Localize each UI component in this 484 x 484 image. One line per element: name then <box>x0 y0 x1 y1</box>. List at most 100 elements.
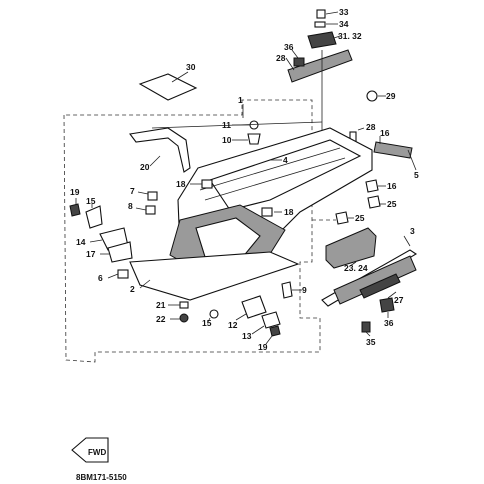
leader-30 <box>171 71 189 83</box>
washer-34 <box>314 21 326 28</box>
bracket-17 <box>107 241 133 263</box>
strip-16-upper <box>373 141 413 159</box>
callout-28-lower: 28 <box>366 122 376 132</box>
pad-30 <box>138 73 198 101</box>
leader-28b <box>357 127 365 131</box>
callout-29: 29 <box>386 91 396 101</box>
grommet-11 <box>249 120 259 130</box>
block-6 <box>117 269 129 279</box>
callout-20: 20 <box>140 162 150 172</box>
callout-16-lower: 16 <box>387 181 397 191</box>
bracket-13 <box>261 311 281 329</box>
strip-28-upper <box>287 49 353 83</box>
leader-2 <box>139 279 151 289</box>
callout-36-lower: 36 <box>384 318 394 328</box>
front-mount-inner <box>195 217 261 261</box>
leader-14 <box>89 239 103 243</box>
fwd-arrow-icon: FWD <box>71 437 109 463</box>
leader-15b <box>207 317 211 323</box>
callout-8: 8 <box>128 201 133 211</box>
callout-4: 4 <box>283 155 288 165</box>
bolt-9 <box>281 281 293 299</box>
callout-19-lower: 19 <box>258 342 268 352</box>
fwd-label: FWD <box>88 448 106 457</box>
rail-27-dark <box>359 273 401 299</box>
bracket-15-upper <box>85 205 103 229</box>
bracket-12 <box>241 295 267 319</box>
handle-20 <box>129 127 191 173</box>
callout-25-lower: 25 <box>387 199 397 209</box>
callout-35: 35 <box>366 337 376 347</box>
side-panel-23-24 <box>325 227 377 269</box>
callout-18-right: 18 <box>284 207 294 217</box>
callout-25-upper: 25 <box>355 213 365 223</box>
callout-28-upper: 28 <box>276 53 286 63</box>
rail-27 <box>333 255 417 305</box>
clip-18-right <box>261 207 273 217</box>
clip-36-lower <box>379 297 395 313</box>
leader-13 <box>251 325 265 335</box>
handle-tube <box>151 121 323 129</box>
clip-36-upper <box>293 57 305 67</box>
clip-25-upper <box>335 211 349 225</box>
washer-22 <box>179 313 189 323</box>
callout-13: 13 <box>242 331 252 341</box>
callout-10: 10 <box>222 135 232 145</box>
bolt-19-lower <box>269 325 281 337</box>
frame-rail-1 <box>199 147 341 191</box>
frame-rail-2 <box>204 157 346 201</box>
leader-8 <box>135 207 147 211</box>
callout-30: 30 <box>186 62 196 72</box>
leader-5 <box>407 149 417 171</box>
callout-17: 17 <box>86 249 96 259</box>
bracket-31-32 <box>307 31 337 49</box>
callout-12: 12 <box>228 320 238 330</box>
leader-33 <box>325 11 339 15</box>
callout-5: 5 <box>414 170 419 180</box>
callout-1: 1 <box>238 95 243 105</box>
callout-36-upper: 36 <box>284 42 294 52</box>
callout-16-upper: 16 <box>380 128 390 138</box>
frame-deck <box>209 139 362 211</box>
clip-18-left <box>201 179 213 189</box>
clip-16-lower <box>365 179 379 193</box>
diagram-code: 8BM171-5150 <box>76 473 127 482</box>
plate-2 <box>129 251 300 301</box>
grommet-15-lower <box>209 309 219 319</box>
leader-19b <box>265 335 273 345</box>
assembly-boundary <box>63 99 321 363</box>
callout-11: 11 <box>222 120 231 130</box>
nut-21 <box>179 301 189 309</box>
leader-3 <box>403 235 411 247</box>
cap-29 <box>366 90 378 102</box>
callout-9: 9 <box>302 285 307 295</box>
callout-33: 33 <box>339 7 349 17</box>
leader-36a <box>291 49 299 59</box>
callout-27: 27 <box>394 295 404 305</box>
block-8 <box>145 205 156 215</box>
callout-6: 6 <box>98 273 103 283</box>
block-7 <box>147 191 158 201</box>
bolt-19-upper <box>69 203 81 217</box>
leader-12 <box>235 313 247 321</box>
leader-35 <box>365 331 371 337</box>
callout-19-upper: 19 <box>70 187 80 197</box>
callout-18-left: 18 <box>176 179 186 189</box>
leader-27 <box>387 291 397 299</box>
bolt-33 <box>316 9 326 19</box>
leader-7 <box>137 191 149 195</box>
callout-34: 34 <box>339 19 349 29</box>
callout-21: 21 <box>156 300 166 310</box>
leader-28a <box>285 57 295 71</box>
callout-7: 7 <box>130 186 135 196</box>
bolt-35 <box>361 321 371 333</box>
callout-3: 3 <box>410 226 415 236</box>
clip-25-lower <box>367 195 381 209</box>
callout-23-24: 23. 24 <box>344 263 368 273</box>
leader-6 <box>107 273 119 279</box>
callout-14: 14 <box>76 237 86 247</box>
callout-2: 2 <box>130 284 135 294</box>
grommet-10 <box>247 133 261 145</box>
leader-2324 <box>349 261 357 267</box>
